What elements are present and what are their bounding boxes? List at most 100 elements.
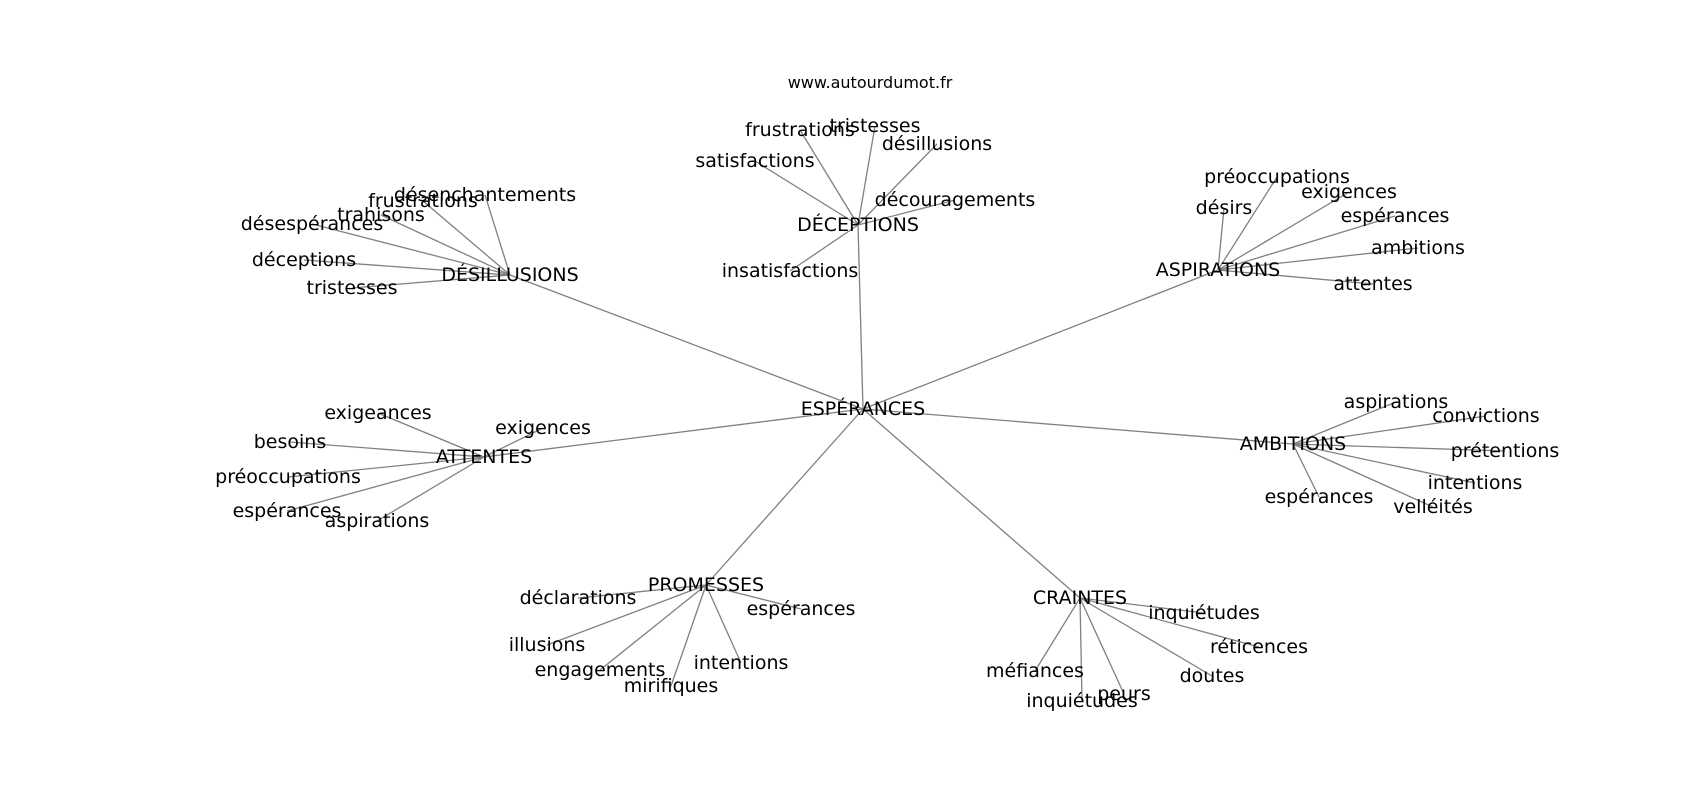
edge-deceptions-child-5 [789, 224, 859, 272]
edge-attentes-child-2 [289, 441, 485, 458]
group-node-deceptions: DÉCEPTIONS [797, 213, 919, 236]
edge-center-craintes [862, 408, 1081, 599]
edge-craintes-child-3 [1034, 597, 1081, 672]
edge-center-desillusions [509, 274, 864, 410]
leaf-node-desillusions-5: tristesses [307, 277, 398, 299]
edge-ambitions-child-3 [1292, 443, 1476, 484]
edge-desillusions-child-3 [311, 223, 511, 276]
edge-ambitions-child-2 [1292, 443, 1506, 452]
group-node-promesses: PROMESSES [648, 574, 764, 596]
leaf-node-craintes-2: doutes [1180, 665, 1245, 687]
edge-center-attentes [483, 408, 864, 458]
edge-desillusions-child-0 [422, 200, 511, 276]
leaf-node-attentes-4: espérances [233, 500, 342, 522]
edge-ambitions-child-5 [1292, 443, 1434, 508]
edge-attentes-child-4 [286, 456, 485, 512]
leaf-node-ambitions-4: espérances [1265, 486, 1374, 508]
leaf-node-attentes-2: besoins [254, 431, 327, 453]
leaf-node-promesses-1: espérances [747, 598, 856, 620]
leaf-node-aspirations-0: préoccupations [1204, 166, 1350, 188]
leaf-node-ambitions-1: convictions [1432, 405, 1539, 427]
edge-promesses-child-0 [577, 584, 707, 599]
edge-attentes-child-5 [376, 456, 485, 522]
edge-craintes-child-4 [1079, 597, 1125, 695]
leaf-node-ambitions-0: aspirations [1344, 391, 1449, 413]
center-node: ESPÉRANCES [801, 397, 926, 420]
edge-aspirations-child-1 [1217, 207, 1225, 271]
edge-promesses-child-4 [705, 584, 742, 664]
edge-craintes-child-0 [1079, 597, 1205, 614]
edge-aspirations-child-5 [1217, 269, 1374, 285]
leaf-node-ambitions-2: prétentions [1451, 440, 1560, 462]
group-node-aspirations: ASPIRATIONS [1156, 259, 1281, 281]
edge-deceptions-child-1 [857, 125, 876, 226]
edge-center-promesses [705, 408, 864, 586]
group-node-attentes: ATTENTES [436, 446, 532, 468]
edge-ambitions-child-1 [1292, 415, 1487, 445]
group-node-ambitions: AMBITIONS [1240, 433, 1346, 455]
edge-ambitions-child-4 [1292, 443, 1320, 498]
leaf-node-promesses-0: déclarations [520, 587, 637, 609]
leaf-node-desillusions-4: déceptions [252, 249, 356, 271]
edge-promesses-child-5 [670, 584, 707, 687]
leaf-node-deceptions-1: tristesses [830, 115, 921, 137]
leaf-node-attentes-1: exigences [495, 417, 591, 439]
edge-attentes-child-3 [287, 456, 485, 478]
edge-center-aspirations [862, 269, 1219, 410]
leaf-node-aspirations-5: attentes [1333, 273, 1412, 295]
leaf-node-craintes-1: réticences [1210, 636, 1308, 658]
edge-promesses-child-1 [705, 584, 802, 610]
leaf-node-desillusions-0: frustrations [368, 190, 478, 212]
leaf-node-attentes-3: préoccupations [215, 466, 361, 488]
leaf-node-promesses-2: illusions [509, 634, 586, 656]
edge-attentes-child-1 [483, 427, 544, 458]
group-node-craintes: CRAINTES [1033, 587, 1127, 609]
edge-deceptions-child-2 [857, 143, 938, 226]
leaf-node-craintes-5: inquiétudes [1026, 690, 1138, 712]
edges [286, 125, 1506, 702]
edge-center-deceptions [857, 224, 864, 410]
edge-center-ambitions [862, 408, 1294, 445]
leaf-node-promesses-5: mirifiques [624, 675, 719, 697]
edge-ambitions-child-0 [1292, 401, 1397, 445]
leaf-node-desillusions-3: désespérances [241, 213, 384, 235]
group-node-desillusions: DÉSILLUSIONS [441, 263, 578, 286]
edge-aspirations-child-0 [1217, 176, 1278, 271]
edge-aspirations-child-3 [1217, 215, 1396, 271]
leaf-node-deceptions-4: découragements [875, 189, 1036, 211]
leaf-node-promesses-4: intentions [694, 652, 789, 674]
leaf-node-desillusions-2: trahisons [337, 204, 425, 226]
leaf-node-attentes-0: exigeances [324, 402, 431, 424]
leaf-node-ambitions-3: intentions [1428, 472, 1523, 494]
edge-desillusions-child-5 [351, 274, 511, 289]
leaf-node-deceptions-5: insatisfactions [722, 260, 859, 282]
source-label: www.autourdumot.fr [788, 73, 953, 92]
leaf-node-craintes-3: méfiances [986, 660, 1084, 682]
leaf-node-ambitions-5: velléités [1393, 496, 1473, 518]
leaf-node-promesses-3: engagements [535, 659, 666, 681]
edge-promesses-child-2 [546, 584, 707, 646]
leaf-node-deceptions-2: désillusions [882, 133, 992, 155]
leaf-node-deceptions-3: satisfactions [695, 150, 814, 172]
edge-deceptions-child-0 [799, 129, 859, 226]
leaf-node-aspirations-1: désirs [1196, 197, 1253, 219]
leaf-node-aspirations-4: ambitions [1371, 237, 1465, 259]
edge-craintes-child-5 [1079, 597, 1083, 702]
labels: ESPÉRANCES DÉSILLUSIONS frustrationsdésenc… [215, 115, 1559, 712]
edge-aspirations-child-4 [1217, 247, 1419, 271]
leaf-node-craintes-0: inquiétudes [1148, 602, 1260, 624]
edge-deceptions-child-3 [754, 160, 859, 226]
leaf-node-desillusions-1: désenchantements [394, 184, 576, 206]
edge-deceptions-child-4 [857, 199, 956, 226]
edge-attentes-child-0 [377, 412, 485, 458]
edge-desillusions-child-2 [380, 214, 511, 276]
edge-craintes-child-1 [1079, 597, 1260, 648]
leaf-node-aspirations-3: espérances [1341, 205, 1450, 227]
edge-craintes-child-2 [1079, 597, 1213, 677]
edge-aspirations-child-2 [1217, 191, 1350, 271]
edge-desillusions-child-1 [484, 194, 511, 276]
leaf-node-attentes-5: aspirations [325, 510, 430, 532]
leaf-node-craintes-4: peurs [1097, 683, 1151, 705]
leaf-node-aspirations-2: exigences [1301, 181, 1397, 203]
